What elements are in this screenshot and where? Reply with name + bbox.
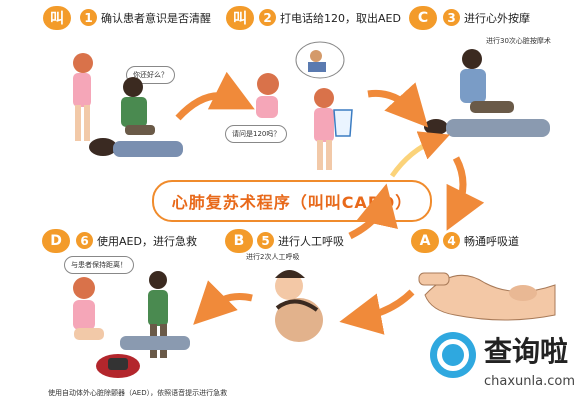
arrow-B-to-D xyxy=(193,280,253,325)
stepA-number: 4 xyxy=(443,232,460,249)
step2-badge: 叫 xyxy=(226,6,254,30)
step1-illustration xyxy=(73,53,183,157)
arrow-A-to-B xyxy=(339,289,415,335)
step2-number: 2 xyxy=(259,9,276,26)
step2-title: 打电话给120，取出AED xyxy=(280,12,401,25)
step1-title: 确认患者意识是否清醒 xyxy=(101,12,211,25)
logo-url: chaxunla.com xyxy=(484,374,575,389)
stepD-badge: D xyxy=(42,229,70,253)
stepA-badge: A xyxy=(411,229,439,253)
arrow-B-to-banner xyxy=(348,183,398,240)
stepA-illustration xyxy=(418,272,556,321)
step3-title: 进行心外按摩 xyxy=(464,12,530,25)
stepA-title: 畅通呼吸道 xyxy=(464,235,519,248)
stepD-title: 使用AED，进行急救 xyxy=(97,235,197,248)
stepD-note: 使用自动体外心脏除颤器（AED），依照语音提示进行急救 xyxy=(48,389,228,397)
logo-icon xyxy=(430,332,476,378)
step3-illustration xyxy=(424,49,550,137)
arrow-3-to-A xyxy=(446,156,485,231)
step3-number: 3 xyxy=(443,9,460,26)
step1-number: 1 xyxy=(80,9,97,26)
step2-illustration xyxy=(256,41,353,170)
stepB-number: 5 xyxy=(257,232,274,249)
step2-speech-bubble: 请问是120吗？ xyxy=(225,125,288,143)
site-logo: 查询啦 chaxunla.com xyxy=(428,326,578,404)
arrow-1-to-2 xyxy=(175,71,255,121)
step1-badge: 叫 xyxy=(43,6,71,30)
stepB-badge: B xyxy=(225,229,253,253)
arrow-banner-to-3 xyxy=(389,131,450,178)
logo-text: 查询啦 xyxy=(484,335,569,368)
arrow-2-to-3 xyxy=(367,82,429,128)
step3-badge: C xyxy=(409,6,437,30)
stepB-note: 进行2次人工呼吸 xyxy=(246,253,300,261)
stepB-illustration xyxy=(275,270,323,342)
step3-note: 进行30次心脏按摩术 xyxy=(486,37,551,45)
stepD-speech-bubble: 与患者保持距离！ xyxy=(64,256,134,274)
stepD-illustration xyxy=(73,271,190,378)
stepB-title: 进行人工呼吸 xyxy=(278,235,344,248)
stepD-number: 6 xyxy=(76,232,93,249)
